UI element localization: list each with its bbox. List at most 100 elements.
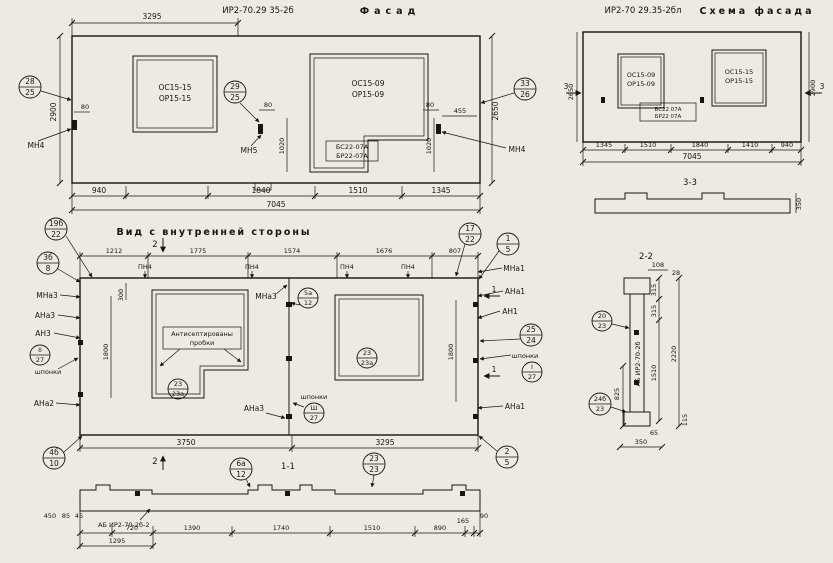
- label-ana1: АНа1: [505, 287, 525, 296]
- callout-bottom: 27: [528, 373, 536, 381]
- block-mark: БР22-07А: [336, 152, 368, 160]
- callout-bottom: 12: [304, 299, 312, 307]
- dim-3295: 3295: [375, 438, 394, 447]
- callout-top: II: [38, 346, 42, 354]
- callout-23-23: 23 23: [362, 452, 386, 488]
- label-abir2-70-2b-2: АБ ИР2-70-2б-2: [98, 521, 149, 529]
- dim-890: 890: [434, 524, 446, 532]
- dim-1510: 1510: [640, 141, 657, 149]
- callout-29-25: 29 25: [223, 80, 260, 123]
- inner-view-title: Вид с внутренней стороны: [116, 227, 311, 238]
- callout-bottom: 23: [369, 465, 379, 474]
- dim-1020: 1020: [425, 138, 433, 155]
- dim-80: 80: [81, 103, 89, 111]
- facade-view: ИР2-70.29 35-2б Фасад 3295 ОС15-15 ОР15-…: [18, 6, 537, 214]
- dim-1800: 1800: [102, 344, 110, 361]
- dim-1510: 1510: [650, 365, 658, 382]
- label-mna1: МНа1: [503, 264, 525, 273]
- label-ana3: АНа3: [35, 311, 55, 320]
- callout-iii-27: Ш 27: [292, 402, 325, 424]
- dim-825: 825: [613, 388, 621, 400]
- dim-2900: 2900: [809, 80, 817, 97]
- callout-1-5: 1 5: [478, 232, 520, 280]
- callout-bottom: 23а: [361, 359, 373, 367]
- dim-1740: 1740: [273, 524, 290, 532]
- dim-7045: 7045: [682, 152, 701, 161]
- scheme-wall: [582, 31, 802, 143]
- callout-top: 17: [465, 224, 475, 233]
- dim-2220: 2220: [670, 346, 678, 363]
- label-mna3: МНа3: [255, 292, 277, 301]
- facade-code: ИР2-70.29 35-2б: [222, 6, 294, 16]
- facade-wall: [71, 35, 481, 184]
- anchor-mark: [258, 124, 263, 134]
- window-mark: ОР15-15: [159, 94, 191, 103]
- dim-90: 90: [480, 512, 488, 520]
- callout-top: 33: [520, 79, 530, 88]
- dim-1345: 1345: [431, 186, 450, 195]
- callout-top: 23: [369, 454, 379, 463]
- dim-1510: 1510: [364, 524, 381, 532]
- callout-2-5: 2 5: [478, 435, 519, 469]
- section-mark-2: 2: [152, 240, 157, 250]
- callout-23-23a: 23 23а: [356, 347, 378, 369]
- callout-top: 3б: [43, 253, 53, 262]
- label-shponki: шпонки: [35, 368, 62, 376]
- dim-1390: 1390: [184, 524, 201, 532]
- label-mna3: МНа3: [36, 291, 58, 300]
- label-an3: АН3: [35, 329, 51, 338]
- callout-bottom: 22: [465, 235, 475, 244]
- callout-17-22: 17 22: [455, 222, 482, 277]
- window-mark: ОС15-09: [627, 71, 656, 79]
- inner-window-left: [151, 289, 249, 399]
- dim-2650: 2650: [491, 101, 500, 120]
- section-1-1: 1-1 6а 12 23 23 450 85 45 АБ ИР2-70-2б-2…: [44, 452, 488, 550]
- scheme-window-right: ОС15-15 ОР15-15: [711, 49, 767, 107]
- note-line: Антисептированы: [171, 330, 233, 338]
- callout-24b-23: 24б 23: [588, 392, 627, 416]
- dim-45: 45: [75, 512, 83, 520]
- callout-bottom: 25: [230, 93, 240, 102]
- section-2-2-title: 2-2: [639, 252, 653, 262]
- facade-title: Фасад: [360, 6, 421, 17]
- section-mark-1: 1: [492, 285, 497, 294]
- inner-window-right: [334, 294, 424, 381]
- dim-165: 165: [457, 517, 469, 525]
- window-mark: ОР15-15: [725, 77, 753, 85]
- dim-80: 80: [426, 101, 434, 109]
- section-mark-3: 3: [564, 82, 569, 91]
- dim-115: 115: [681, 414, 689, 426]
- callout-bottom: 26: [520, 90, 530, 99]
- callout-top: 5а: [304, 289, 312, 297]
- callout-4b-10: 4б 10: [42, 435, 83, 470]
- dim-1676: 1676: [376, 247, 393, 255]
- dim-1510: 1510: [348, 186, 367, 195]
- callout-top: 1: [506, 234, 511, 243]
- callout-25-24: 25 24: [479, 323, 543, 347]
- dim-3295: 3295: [142, 12, 161, 21]
- dim-1840: 1840: [251, 186, 270, 195]
- callout-bottom: 27: [310, 414, 318, 422]
- dim-720: 720: [126, 524, 138, 532]
- block-mark: БС22 07А: [654, 107, 681, 113]
- callout-top: 4б: [49, 448, 59, 457]
- callout-20-23: 20 23: [591, 310, 630, 332]
- dim-1345: 1345: [596, 141, 613, 149]
- callout-3b-8: 3б 8: [36, 251, 81, 283]
- callout-bottom: 5: [506, 245, 511, 254]
- callout-5a-12: 5а 12: [290, 287, 319, 309]
- label-an1: АН1: [502, 307, 518, 316]
- window-mark: ОР15-09: [352, 90, 384, 99]
- dim-1212: 1212: [106, 247, 123, 255]
- callout-top: 23: [363, 349, 371, 357]
- dim-940: 940: [781, 141, 793, 149]
- dim-350: 350: [635, 438, 647, 446]
- dim-1840: 1840: [692, 141, 709, 149]
- dim-350: 350: [795, 198, 803, 210]
- scheme-title: Схема фасада: [700, 6, 815, 17]
- window-mark: ОС15-15: [159, 83, 192, 92]
- label-shponki: шпонки: [301, 393, 328, 401]
- anchor-mark: [72, 120, 77, 130]
- dim-940: 940: [92, 186, 107, 195]
